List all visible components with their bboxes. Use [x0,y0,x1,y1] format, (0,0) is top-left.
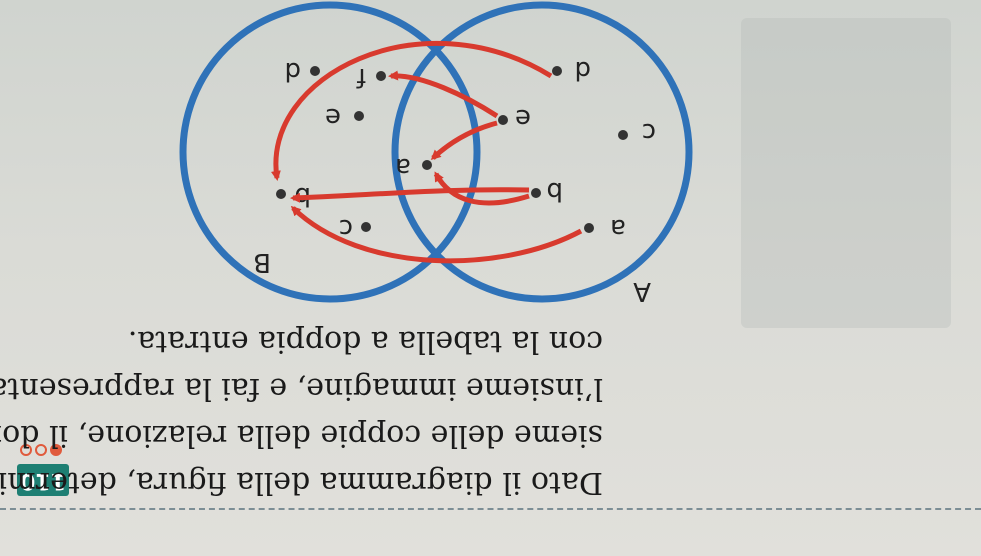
set-a-element: a [610,213,626,243]
dot-b-e [354,111,364,121]
set-b-element: c [339,213,353,243]
set-b-label: B [253,247,271,277]
dot-a-c [618,130,628,140]
set-b-element: f [356,62,366,92]
dot-b-d [310,66,320,76]
set-b-element: a [395,152,411,182]
set-a-element: e [515,103,531,133]
set-a-element: b [546,176,563,206]
set-a-element: d [574,55,591,85]
arrow-b-to-a [433,171,530,206]
dot-a-b [531,188,541,198]
arrow-b-to-b [290,187,530,203]
set-b-element: e [325,102,341,132]
dot-b-f [376,71,386,81]
arrow-d-to-b [270,40,553,181]
arrow-a-to-c [290,205,583,264]
dot-a-a [584,223,594,233]
arrow-e-to-a [430,120,498,161]
set-b-circle [179,1,481,303]
arrow-e-to-f [388,70,499,119]
dot-b-a [422,160,432,170]
set-b-element: d [284,56,301,86]
dot-a-d [552,66,562,76]
dot-a-e [498,115,508,125]
set-a-circle [391,1,693,303]
dot-b-b [276,189,286,199]
set-a-label: A [633,276,651,306]
dot-b-c [361,222,371,232]
set-a-element: c [642,117,656,147]
